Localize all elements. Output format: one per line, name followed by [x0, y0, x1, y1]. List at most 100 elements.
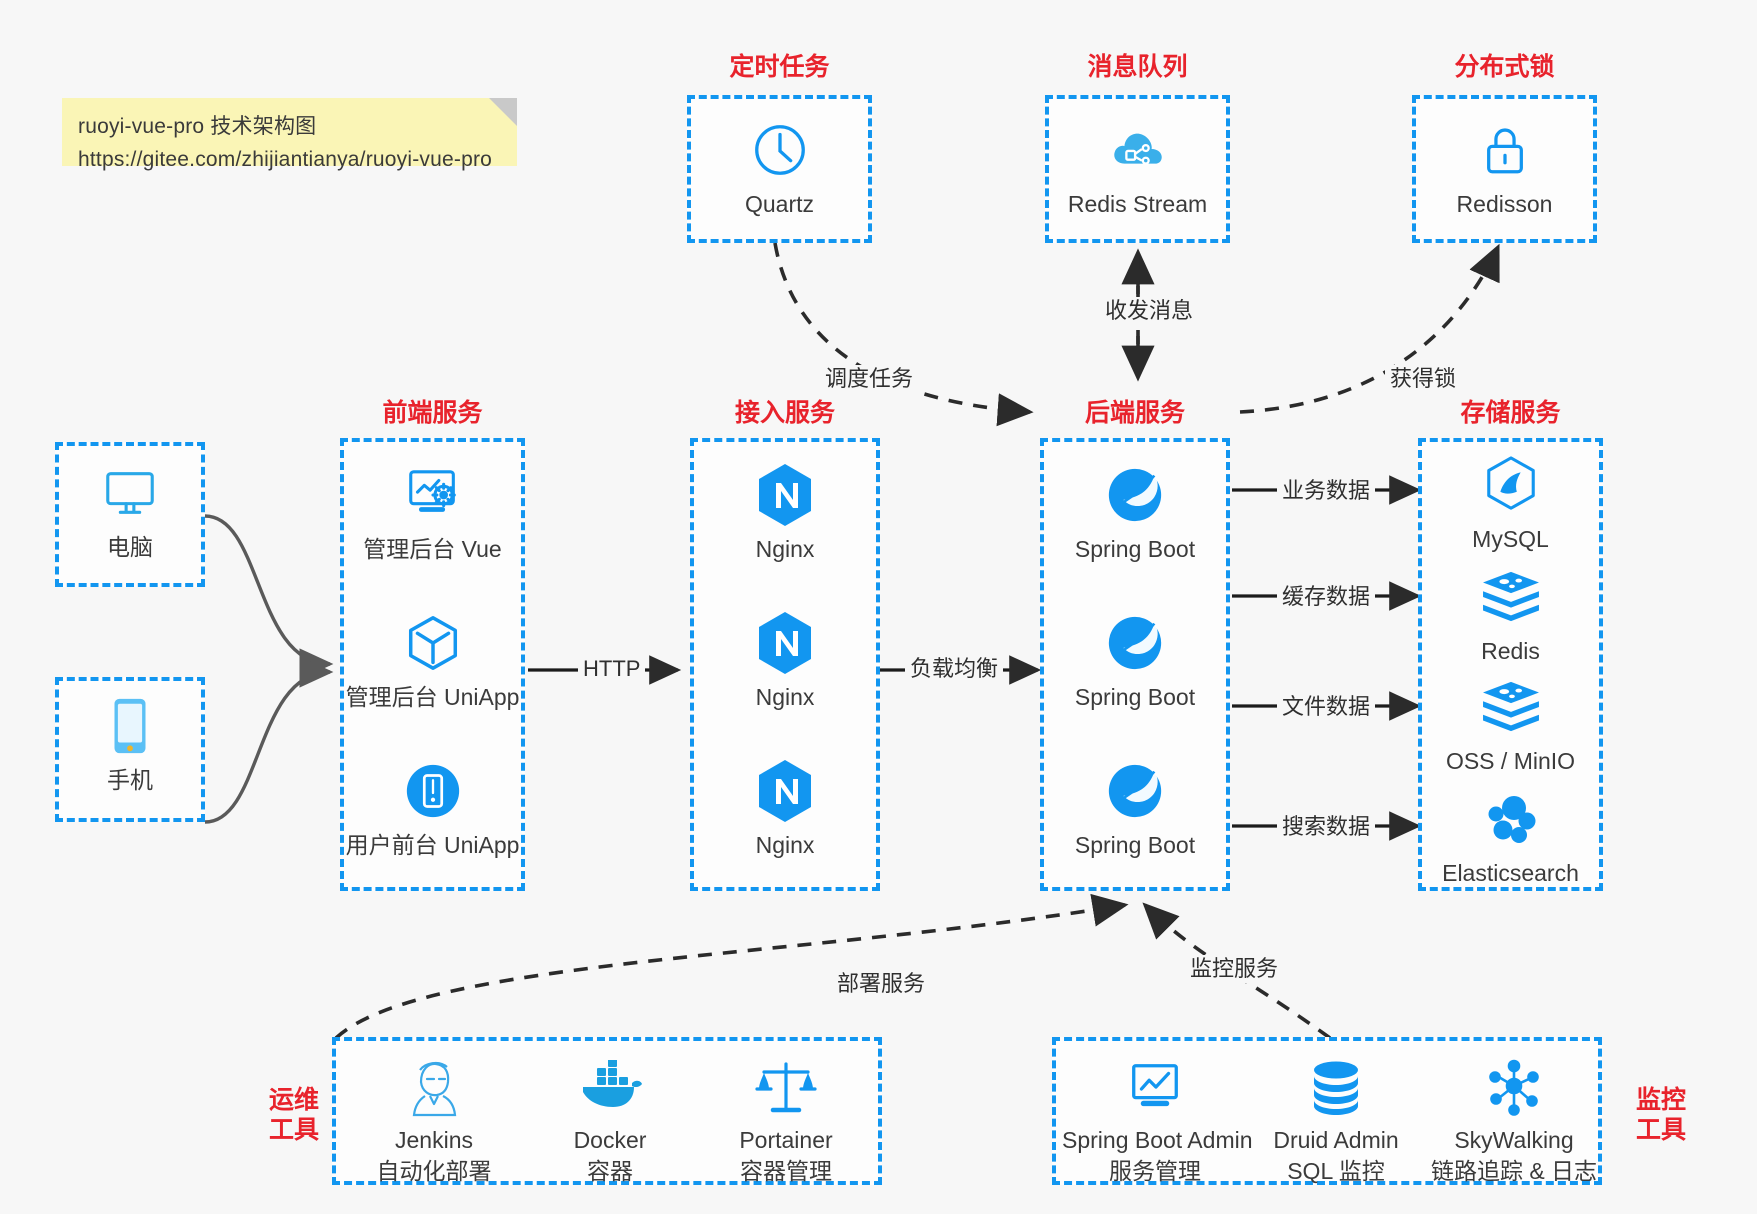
database-icon: [1248, 1055, 1424, 1121]
group-box-client-pc: 电脑: [55, 442, 205, 587]
node-label: SkyWalking: [1454, 1127, 1574, 1153]
node-admin-vue[interactable]: 管理后台 Vue: [344, 462, 521, 564]
node-docker[interactable]: Docker 容器: [522, 1055, 698, 1187]
node-mobile[interactable]: 手机: [59, 693, 201, 795]
node-quartz[interactable]: Quartz: [691, 117, 868, 219]
node-portainer[interactable]: Portainer 容器管理: [698, 1055, 874, 1187]
group-box-frontend: 管理后台 Vue 管理后台 UniApp 用户前台 UniApp: [340, 438, 525, 891]
node-druid-admin[interactable]: Druid Admin SQL 监控: [1248, 1055, 1424, 1187]
node-label: Quartz: [744, 191, 815, 217]
spring-boot-icon: [1044, 758, 1226, 824]
group-title-scheduler: 定时任务: [729, 53, 830, 81]
group-box-scheduler: Quartz: [687, 95, 872, 243]
node-label: MySQL: [1472, 526, 1549, 552]
edge-label-file-data: 文件数据: [1277, 693, 1376, 721]
node-label: Nginx: [755, 684, 815, 710]
edge-label-http: HTTP: [578, 655, 646, 683]
edge-label-cache-data: 缓存数据: [1277, 583, 1376, 611]
monitor-icon: [59, 460, 201, 526]
mobile-app-icon: [344, 758, 521, 824]
node-spring-boot-1[interactable]: Spring Boot: [1044, 462, 1226, 564]
node-label: Redis Stream: [1067, 191, 1208, 217]
node-redis-stream[interactable]: Redis Stream: [1049, 117, 1226, 219]
node-sublabel: 链路追踪 & 日志: [1430, 1158, 1598, 1184]
group-box-lock: Redisson: [1412, 95, 1597, 243]
group-box-mq: Redis Stream: [1045, 95, 1230, 243]
node-skywalking[interactable]: SkyWalking 链路追踪 & 日志: [1424, 1055, 1604, 1187]
node-label: Spring Boot: [1074, 536, 1196, 562]
node-spring-boot-admin[interactable]: Spring Boot Admin 服务管理: [1062, 1055, 1253, 1187]
group-title-backend: 后端服务: [1084, 399, 1185, 427]
group-box-storage: MySQL Redis: [1418, 438, 1603, 891]
mysql-icon: [1422, 452, 1599, 518]
object-storage-icon: [1422, 674, 1599, 740]
edge-label-search-data: 搜索数据: [1277, 813, 1376, 841]
phone-icon: [59, 693, 201, 759]
group-title-storage: 存储服务: [1460, 399, 1561, 427]
node-label: Elasticsearch: [1442, 860, 1579, 886]
skywalking-icon: [1424, 1055, 1604, 1121]
elasticsearch-icon: [1422, 786, 1599, 852]
node-sublabel: 容器管理: [740, 1158, 832, 1184]
node-jenkins[interactable]: Jenkins 自动化部署: [346, 1055, 522, 1187]
lock-icon: [1416, 117, 1593, 183]
clock-icon: [691, 117, 868, 183]
group-box-backend: Spring Boot Spring Boot Spring Boot: [1040, 438, 1230, 891]
nginx-icon: [694, 758, 876, 824]
edge-label-business-data: 业务数据: [1277, 477, 1376, 505]
dashboard-gear-icon: [344, 462, 521, 528]
node-elasticsearch[interactable]: Elasticsearch: [1422, 786, 1599, 888]
group-title-mq: 消息队列: [1087, 53, 1188, 81]
node-label: Nginx: [755, 536, 815, 562]
group-title-lock: 分布式锁: [1454, 53, 1555, 81]
node-mysql[interactable]: MySQL: [1422, 452, 1599, 554]
spring-boot-icon: [1044, 462, 1226, 528]
node-label: Spring Boot Admin: [1062, 1127, 1253, 1153]
group-title-monitor: 监控 工具: [1622, 1085, 1700, 1145]
nginx-icon: [694, 610, 876, 676]
monitor-chart-icon: [1062, 1055, 1248, 1121]
node-label: Spring Boot: [1074, 832, 1196, 858]
node-spring-boot-3[interactable]: Spring Boot: [1044, 758, 1226, 860]
group-box-devops: Jenkins 自动化部署 Docker 容器: [332, 1037, 882, 1185]
docker-icon: [522, 1055, 698, 1121]
node-redisson[interactable]: Redisson: [1416, 117, 1593, 219]
node-label: 用户前台 UniApp: [345, 832, 520, 858]
group-title-monitor-line2: 工具: [1635, 1116, 1686, 1144]
group-title-devops: 运维 工具: [255, 1085, 333, 1145]
note-fold-icon: [489, 98, 517, 126]
edge-label-acquire-lock: 获得锁: [1385, 365, 1462, 393]
scales-icon: [698, 1055, 874, 1121]
group-title-gateway: 接入服务: [734, 399, 835, 427]
group-box-client-mobile: 手机: [55, 677, 205, 822]
node-nginx-3[interactable]: Nginx: [694, 758, 876, 860]
node-admin-uniapp[interactable]: 管理后台 UniApp: [344, 610, 521, 712]
group-box-gateway: Nginx Nginx Nginx: [690, 438, 880, 891]
node-spring-boot-2[interactable]: Spring Boot: [1044, 610, 1226, 712]
nginx-icon: [694, 462, 876, 528]
node-user-uniapp[interactable]: 用户前台 UniApp: [344, 758, 521, 860]
node-sublabel: SQL 监控: [1287, 1158, 1385, 1184]
node-oss-minio[interactable]: OSS / MinIO: [1422, 674, 1599, 776]
group-title-devops-line2: 工具: [268, 1116, 319, 1144]
node-label: 管理后台 UniApp: [345, 684, 520, 710]
group-title-devops-line1: 运维: [268, 1086, 319, 1114]
node-pc[interactable]: 电脑: [59, 460, 201, 562]
node-redis[interactable]: Redis: [1422, 564, 1599, 666]
group-title-frontend: 前端服务: [382, 399, 483, 427]
node-nginx-1[interactable]: Nginx: [694, 462, 876, 564]
node-label: Docker: [573, 1127, 647, 1153]
node-label: Druid Admin: [1273, 1127, 1399, 1153]
node-label: Redisson: [1456, 191, 1553, 217]
node-nginx-2[interactable]: Nginx: [694, 610, 876, 712]
jenkins-icon: [346, 1055, 522, 1121]
node-sublabel: 容器: [587, 1158, 633, 1184]
node-label: Jenkins: [395, 1127, 473, 1153]
spring-boot-icon: [1044, 610, 1226, 676]
node-label: 管理后台 Vue: [363, 536, 502, 562]
node-label: Nginx: [755, 832, 815, 858]
group-title-monitor-line1: 监控: [1635, 1086, 1686, 1114]
cube-icon: [344, 610, 521, 676]
edge-label-send-receive-message: 收发消息: [1100, 297, 1199, 325]
